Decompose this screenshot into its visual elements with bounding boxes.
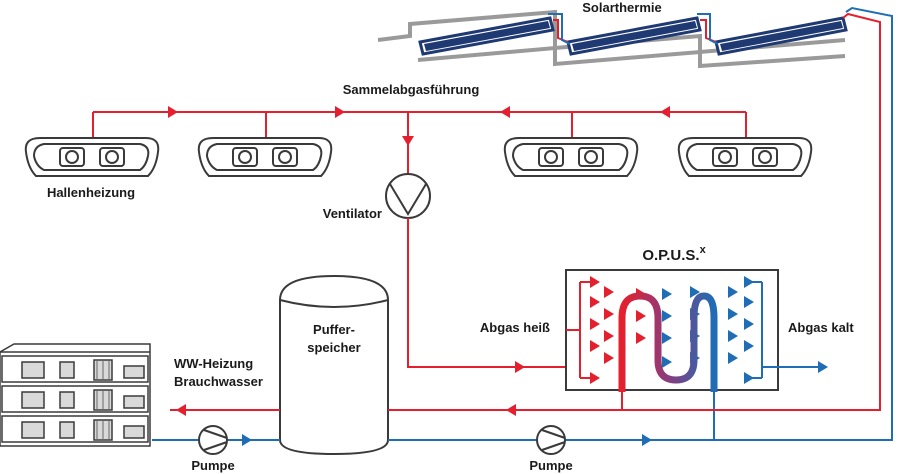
label-ww-heating: WW-Heizung — [174, 356, 253, 371]
label-fan: Ventilator — [323, 206, 382, 221]
pump-icon-right — [536, 425, 566, 455]
label-pump-left: Pumpe — [191, 458, 234, 473]
label-pump-right: Pumpe — [529, 458, 572, 473]
label-exhaust-cold: Abgas kalt — [788, 320, 854, 335]
label-hall-heating: Hallenheizung — [47, 185, 135, 200]
solar-collector-1 — [418, 16, 555, 56]
hot-water-line — [170, 404, 880, 416]
fan-to-opus-pipe — [407, 218, 566, 373]
hall-heater-2 — [197, 137, 333, 177]
label-buffer-1: Puffer- — [313, 322, 355, 337]
hall-heater-3 — [503, 137, 639, 177]
label-solar: Solarthermie — [582, 0, 661, 15]
label-buffer-2: speicher — [307, 340, 360, 355]
label-opus-name: O.P.U.S. — [642, 247, 699, 264]
opus-unit — [565, 269, 828, 392]
solar-roof-lower — [417, 45, 846, 69]
label-opus-sup: x — [700, 244, 707, 256]
hall-heater-4 — [677, 137, 813, 177]
buffer-storage-tank — [279, 274, 389, 456]
fan-icon — [385, 170, 431, 219]
exhaust-collector-pipe — [92, 111, 747, 170]
apartment-building — [0, 343, 151, 447]
label-exhaust-hot: Abgas heiß — [480, 320, 550, 335]
solar-collector-3 — [714, 16, 848, 56]
hall-heater-1 — [24, 137, 160, 177]
label-collector-line: Sammelabgasführung — [343, 82, 480, 97]
opus-return-pipes — [621, 392, 715, 440]
cold-water-line — [152, 434, 892, 446]
label-hot-water: Brauchwasser — [174, 374, 263, 389]
label-opus: O.P.U.S.x — [642, 244, 706, 264]
solar-collector-2 — [566, 16, 702, 56]
pump-icon-left — [198, 425, 228, 455]
solar-roof — [377, 9, 846, 55]
flow-arrows-collector — [168, 106, 670, 146]
